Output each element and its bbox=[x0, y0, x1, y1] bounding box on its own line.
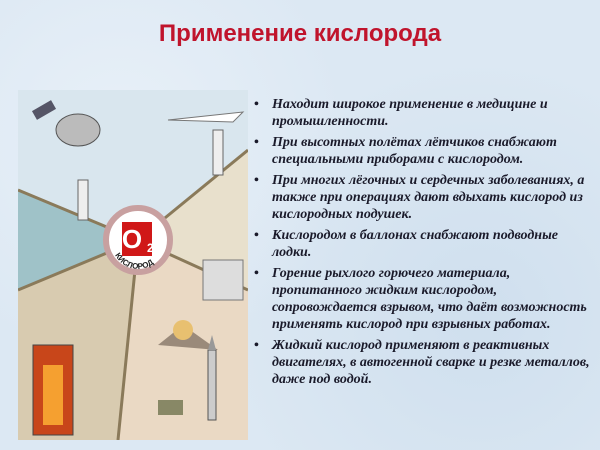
airplane-icon bbox=[167, 111, 245, 123]
list-item: Находит широкое применение в медицине и … bbox=[252, 96, 597, 130]
slide-title: Применение кислорода bbox=[158, 20, 442, 47]
satellite-icon bbox=[31, 100, 101, 147]
uses-list: Находит широкое применение в медицине и … bbox=[252, 96, 597, 392]
oxygen-subscript: 2 bbox=[147, 241, 154, 255]
list-item: Кислородом в баллонах снабжают подводные… bbox=[252, 227, 597, 261]
list-item: При высотных полётах лётчиков снабжают с… bbox=[252, 134, 597, 168]
list-item: Горение рыхлого горючего материала, проп… bbox=[252, 265, 597, 333]
blast-furnace-icon bbox=[32, 344, 74, 436]
list-item: Жидкий кислород применяют в реактивных д… bbox=[252, 337, 597, 388]
oxygen-uses-illustration: O 2 КИСЛОРОД bbox=[18, 90, 248, 440]
list-item: При многих лёгочных и сердечных заболева… bbox=[252, 172, 597, 223]
rocket-icon bbox=[207, 335, 217, 421]
oxygen-symbol: O bbox=[122, 224, 142, 254]
